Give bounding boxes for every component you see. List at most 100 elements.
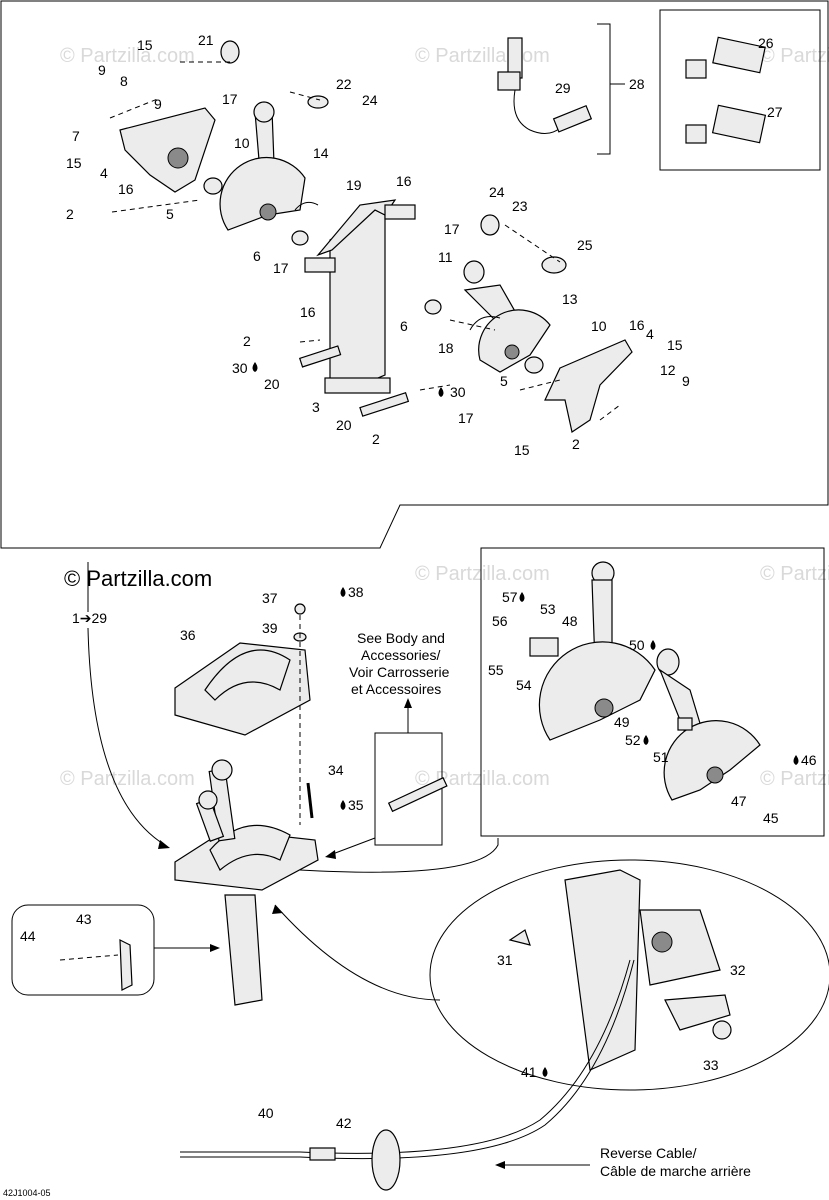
callout-label: 6 [253,248,261,264]
oil-drop-icon [252,362,258,372]
callout-label: 5 [500,373,508,389]
assembled-control-box [11,603,319,1006]
callout-label: 26 [758,35,774,51]
callout-label: 30 [232,360,248,376]
callout-label: 55 [488,662,504,678]
inset-box-26-27 [659,9,821,171]
callout-label: 29 [555,80,571,96]
callout-label: 40 [258,1105,274,1121]
callout-label: 41 [521,1064,537,1080]
callout-label: 16 [118,181,134,197]
oil-drop-icon [793,755,799,765]
callout-label: 10 [234,135,250,151]
callout-label: 18 [438,340,454,356]
bracket-28 [597,23,611,155]
callout-label: 36 [180,627,196,643]
watermark-text: © Partzilla.com [760,768,829,790]
callout-label: 7 [72,128,80,144]
callout-label: 9 [98,62,106,78]
diagram-code: 42J1004-05 [3,1188,51,1198]
see-body-note: See Body and Accessories/ Voir Carrosser… [349,630,450,697]
note-line: Câble de marche arrière [600,1163,751,1179]
callout-label: 13 [562,291,578,307]
callout-label: 39 [262,620,278,636]
callout-label: 27 [767,104,783,120]
note-line: et Accessoires [351,681,441,697]
callout-label: 9 [154,96,162,112]
callout-label: 43 [76,911,92,927]
callout-label: 50 [629,637,645,653]
callout-label: 21 [198,32,214,48]
callout-label: 33 [703,1057,719,1073]
oil-drop-icon [643,735,649,745]
callout-label: 2 [572,436,580,452]
detail-box-45-57 [480,547,825,837]
callout-label: 14 [313,145,329,161]
callout-label: 17 [222,91,238,107]
reference-label: 1➔29 [72,610,107,626]
callout-label: 46 [801,752,817,768]
callout-label: 15 [66,155,82,171]
watermark-text: © Partzilla.com [415,768,550,790]
callout-label: 45 [763,810,779,826]
callout-label: 20 [336,417,352,433]
callout-label: 56 [492,613,508,629]
callout-label: 19 [346,177,362,193]
watermarks: © Partzilla.com © Partzilla.com © Partzi… [60,45,829,790]
callout-label: 10 [591,318,607,334]
note-line: Voir Carrosserie [349,664,450,680]
callout-label: 23 [512,198,528,214]
callout-label: 44 [20,928,36,944]
callout-label: 2 [243,333,251,349]
reverse-cable-note: Reverse Cable/ Câble de marche arrière [600,1145,751,1179]
detail-parts [529,561,761,801]
oil-drop-icons [252,362,799,1077]
brand-text: © Partzilla.com [64,566,212,591]
callout-label: 34 [328,762,344,778]
callout-label: 16 [396,173,412,189]
leader-1-29 [87,627,166,846]
watermark-text: © Partzilla.com [760,563,829,585]
oil-drop-icon [519,592,525,602]
callout-label: 48 [562,613,578,629]
note-line: See Body and [357,630,445,646]
callout-label: 35 [348,797,364,813]
callout-label: 12 [660,362,676,378]
watermark-text: © Partzilla.com [415,45,550,67]
note-line: Reverse Cable/ [600,1145,697,1161]
callout-label: 38 [348,584,364,600]
callout-label: 3 [312,399,320,415]
callout-label: 25 [577,237,593,253]
exploded-view-frame [0,0,829,549]
callout-label: 24 [489,184,505,200]
callout-label: 4 [646,326,654,342]
callout-label: 31 [497,952,513,968]
watermark-text: © Partzilla.com [760,45,829,67]
callout-label: 17 [444,221,460,237]
callout-label: 30 [450,384,466,400]
callout-label: 17 [273,260,289,276]
oil-drop-icon [542,1067,548,1077]
oil-drop-icon [650,640,656,650]
callout-label: 8 [120,73,128,89]
inset-box-43-44 [11,904,155,996]
callout-label: 42 [336,1115,352,1131]
watermark-text: © Partzilla.com [415,563,550,585]
body-accessories-inset [325,698,448,859]
callout-label: 24 [362,92,378,108]
callout-labels: 15 21 9 8 22 24 17 9 7 10 15 4 14 16 19 … [20,32,817,1131]
callout-label: 20 [264,376,280,392]
callout-label: 49 [614,714,630,730]
callout-label: 57 [502,589,518,605]
callout-label: 2 [372,431,380,447]
callout-label: 4 [100,165,108,181]
cable-detail [180,838,829,1191]
callout-label: 32 [730,962,746,978]
callout-label: 2 [66,206,74,222]
callout-label: 15 [667,337,683,353]
top-exploded-parts [119,36,767,433]
callout-label: 11 [438,249,453,265]
callout-label: 52 [625,732,641,748]
callout-label: 28 [629,76,645,92]
